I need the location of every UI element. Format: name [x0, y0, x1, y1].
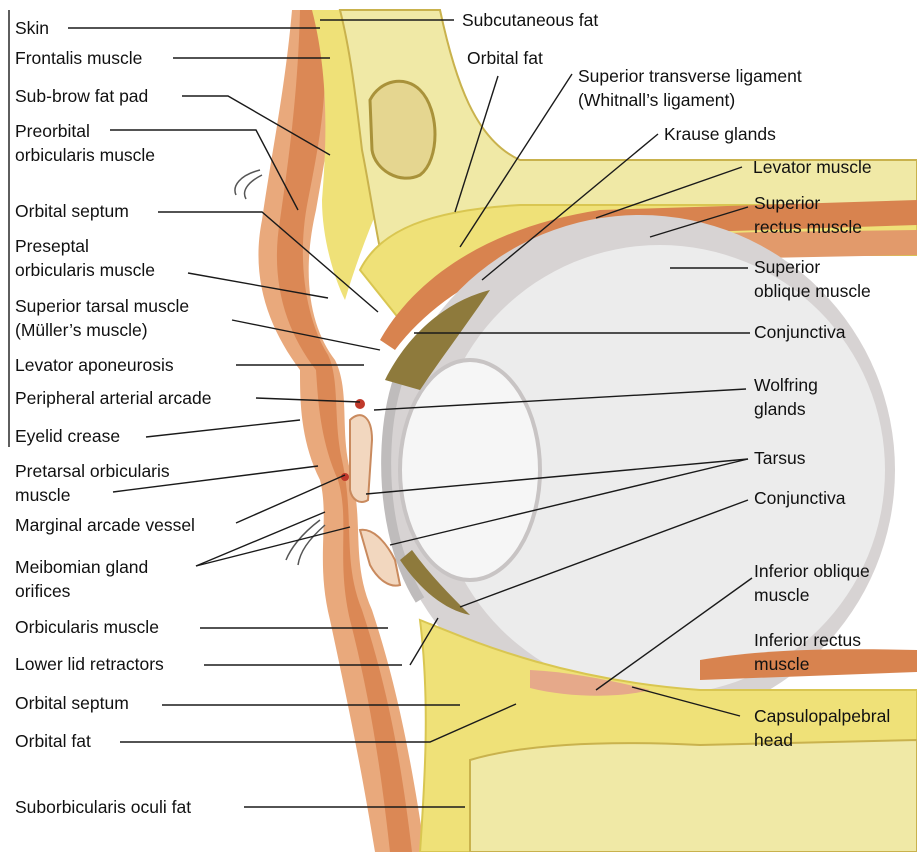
label-skin: Skin	[15, 16, 49, 40]
label-whitnall-line1: Superior transverse ligament	[578, 64, 802, 88]
label-conjunctiva-lower: Conjunctiva	[754, 486, 845, 510]
label-inferior-rectus-line1: Inferior rectus	[754, 628, 861, 652]
label-levator-aponeurosis: Levator aponeurosis	[15, 353, 174, 377]
label-superior-rectus-line1: Superior	[754, 191, 820, 215]
label-tarsus: Tarsus	[754, 446, 806, 470]
label-marginal-arcade-vessel: Marginal arcade vessel	[15, 513, 195, 537]
frontal-sinus	[370, 81, 435, 178]
label-preseptal-line1: Preseptal	[15, 234, 89, 258]
label-capsulopalpebral-line2: head	[754, 728, 793, 752]
label-levator-muscle: Levator muscle	[753, 155, 872, 179]
label-superior-rectus-line2: rectus muscle	[754, 215, 862, 239]
label-superior-oblique-line2: oblique muscle	[754, 279, 871, 303]
label-preorbital-line2: orbicularis muscle	[15, 143, 155, 167]
label-superior-tarsal-line1: Superior tarsal muscle	[15, 294, 189, 318]
lower-eyelashes	[286, 520, 325, 565]
label-superior-oblique-line1: Superior	[754, 255, 820, 279]
label-suborbicularis-oculi-fat: Suborbicularis oculi fat	[15, 795, 191, 819]
label-eyelid-crease: Eyelid crease	[15, 424, 120, 448]
marginal-arcade-dot	[341, 473, 349, 481]
label-pretarsal-line2: muscle	[15, 483, 70, 507]
eye-lens	[400, 360, 540, 580]
label-whitnall-line2: (Whitnall’s ligament)	[578, 88, 735, 112]
label-frontalis-muscle: Frontalis muscle	[15, 46, 142, 70]
label-capsulopalpebral-line1: Capsulopalpebral	[754, 704, 890, 728]
label-preorbital-line1: Preorbital	[15, 119, 90, 143]
label-orbicularis-muscle: Orbicularis muscle	[15, 615, 159, 639]
upper-tarsus	[350, 415, 372, 502]
label-orbital-fat-lower: Orbital fat	[15, 729, 91, 753]
label-inferior-oblique-line2: muscle	[754, 583, 809, 607]
maxilla-bone	[470, 740, 917, 852]
label-preseptal-line2: orbicularis muscle	[15, 258, 155, 282]
label-inferior-rectus-line2: muscle	[754, 652, 809, 676]
label-meibomian-line1: Meibomian gland	[15, 555, 148, 579]
label-wolfring-line2: glands	[754, 397, 806, 421]
peripheral-arcade-dot	[355, 399, 365, 409]
label-sub-brow-fat-pad: Sub-brow fat pad	[15, 84, 148, 108]
label-meibomian-line2: orifices	[15, 579, 70, 603]
label-inferior-oblique-line1: Inferior oblique	[754, 559, 870, 583]
upper-eyelashes	[235, 170, 262, 199]
label-wolfring-line1: Wolfring	[754, 373, 818, 397]
label-orbital-septum-upper: Orbital septum	[15, 199, 129, 223]
label-orbital-fat-upper: Orbital fat	[467, 46, 543, 70]
label-orbital-septum-lower: Orbital septum	[15, 691, 129, 715]
label-superior-tarsal-line2: (Müller’s muscle)	[15, 318, 148, 342]
label-peripheral-arterial-arcade: Peripheral arterial arcade	[15, 386, 212, 410]
label-conjunctiva-upper: Conjunctiva	[754, 320, 845, 344]
label-krause-glands: Krause glands	[664, 122, 776, 146]
label-subcutaneous-fat: Subcutaneous fat	[462, 8, 598, 32]
label-pretarsal-line1: Pretarsal orbicularis	[15, 459, 170, 483]
label-lower-lid-retractors: Lower lid retractors	[15, 652, 164, 676]
